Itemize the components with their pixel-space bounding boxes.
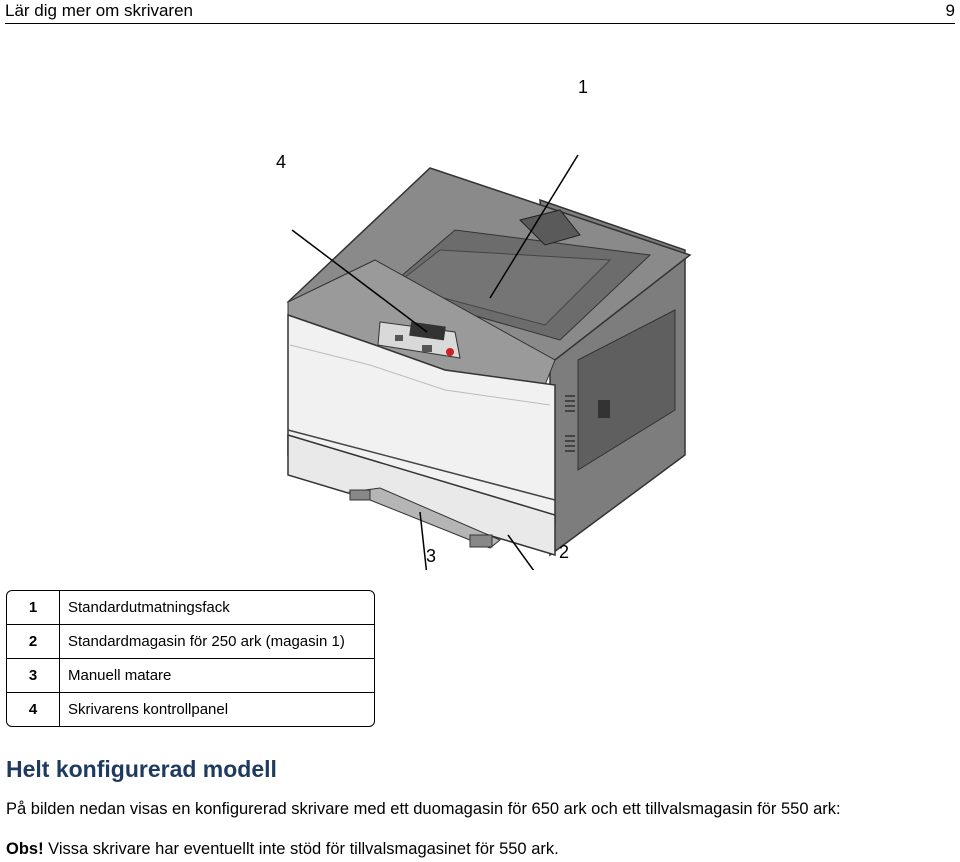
legend-label: Manuell matare (60, 659, 374, 693)
page-header: Lär dig mer om skrivaren 9 (0, 0, 960, 24)
page-header-title: Lär dig mer om skrivaren (5, 1, 194, 20)
page-number: 9 (945, 1, 955, 20)
note-text: Vissa skrivare har eventuellt inte stöd … (43, 840, 559, 858)
legend-label: Standardutmatningsfack (60, 591, 374, 625)
note-label: Obs! (6, 840, 44, 858)
callout-4: 4 (276, 152, 287, 172)
callout-2: 2 (559, 542, 570, 562)
note-paragraph: Obs! Vissa skrivare har eventuellt inte … (6, 840, 559, 859)
table-row: 3 Manuell matare (7, 659, 374, 693)
callout-1: 1 (578, 77, 589, 97)
section-body-text: På bilden nedan visas en konfigurerad sk… (6, 800, 841, 818)
table-row: 1 Standardutmatningsfack (7, 591, 374, 625)
printer-illustration: 1 2 3 4 (240, 60, 692, 570)
callout-3: 3 (426, 546, 437, 566)
legend-number: 4 (7, 693, 60, 726)
table-row: 2 Standardmagasin för 250 ark (magasin 1… (7, 625, 374, 659)
legend-number: 2 (7, 625, 60, 659)
table-row: 4 Skrivarens kontrollpanel (7, 693, 374, 726)
parts-legend-table: 1 Standardutmatningsfack 2 Standardmagas… (6, 590, 375, 727)
header-rule (5, 23, 955, 24)
legend-number: 1 (7, 591, 60, 625)
section-heading: Helt konfigurerad modell (6, 756, 277, 782)
legend-label: Standardmagasin för 250 ark (magasin 1) (60, 625, 374, 659)
legend-number: 3 (7, 659, 60, 693)
legend-label: Skrivarens kontrollpanel (68, 701, 229, 718)
